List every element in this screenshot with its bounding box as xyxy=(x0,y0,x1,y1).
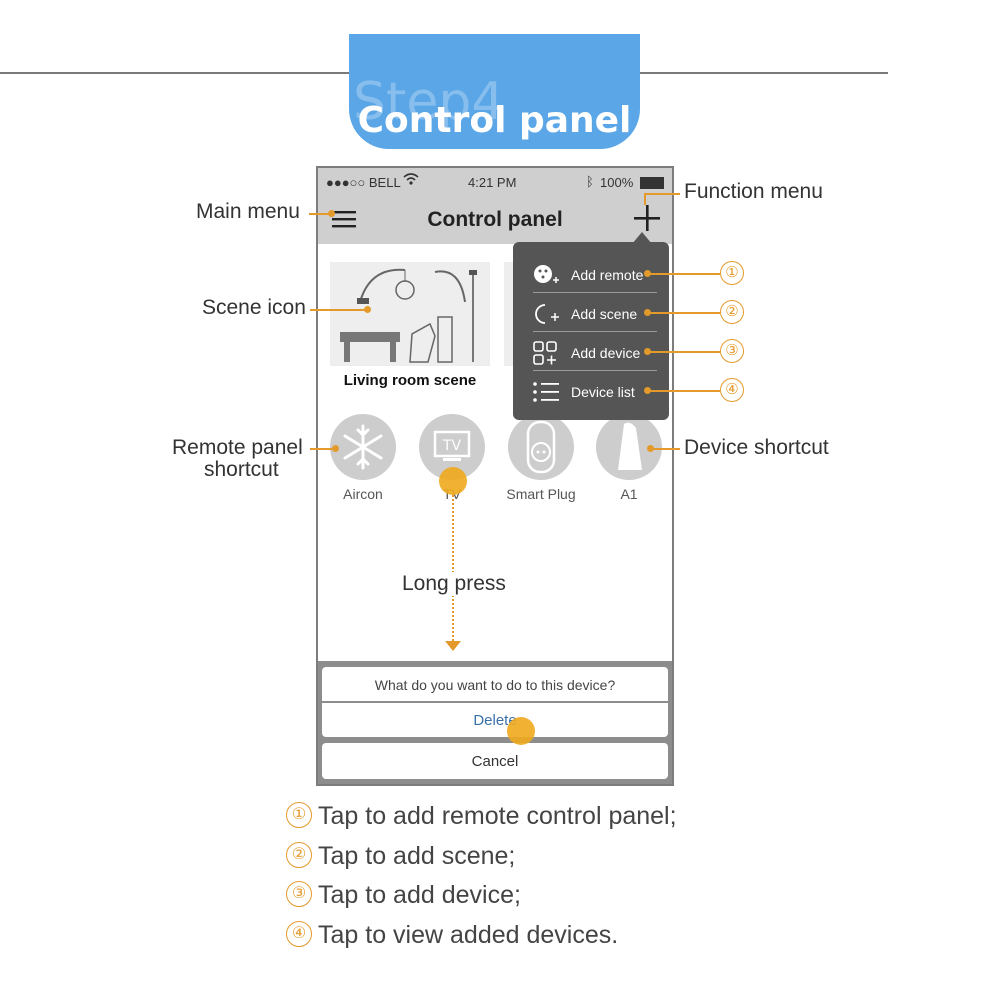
menu-item-add-remote[interactable]: Add remote xyxy=(523,256,663,294)
annotation-line xyxy=(648,390,720,392)
nav-title: Control panel xyxy=(427,208,563,231)
hamburger-icon xyxy=(332,211,356,228)
annotation-device-shortcut: Device shortcut xyxy=(684,436,829,459)
a1-sensor-icon xyxy=(618,422,642,470)
note-number: ④ xyxy=(286,921,312,947)
carrier-label: ●●●○○ BELL xyxy=(326,175,401,190)
note-number: ③ xyxy=(286,881,312,907)
annotation-dot xyxy=(364,306,371,313)
annotation-line xyxy=(310,448,335,450)
delete-label: Delete xyxy=(473,712,517,729)
shortcut-label-smart-plug: Smart Plug xyxy=(506,486,576,502)
wifi-icon xyxy=(403,172,419,189)
annotation-scene-icon: Scene icon xyxy=(202,296,306,319)
shortcut-smart-plug[interactable] xyxy=(508,414,574,480)
menu-label-add-device: Add device xyxy=(571,345,641,361)
battery-icon xyxy=(640,177,664,189)
shortcut-label-aircon: Aircon xyxy=(343,486,383,502)
annotation-line xyxy=(648,312,720,314)
annotation-line xyxy=(309,213,331,215)
main-menu-button[interactable] xyxy=(332,209,356,229)
annotation-dot xyxy=(644,309,651,316)
status-time: 4:21 PM xyxy=(468,175,517,190)
delete-button[interactable]: Delete xyxy=(322,703,668,737)
action-sheet-title: What do you want to do to this device? xyxy=(374,677,616,693)
annotation-line xyxy=(645,193,680,195)
action-sheet: What do you want to do to this device? D… xyxy=(318,661,672,784)
menu-separator xyxy=(533,292,657,293)
annotation-remote-panel-1: Remote panel xyxy=(172,436,303,459)
step-ghost-text: Step4 xyxy=(353,72,505,132)
living-room-scene-icon xyxy=(340,268,477,363)
annotation-function-menu: Function menu xyxy=(684,180,823,203)
plus-icon xyxy=(634,205,660,231)
annotation-dot xyxy=(644,348,651,355)
menu-label-add-scene: Add scene xyxy=(571,306,638,322)
menu-separator xyxy=(533,331,657,332)
scene-label: Living room scene xyxy=(343,372,477,389)
cancel-label: Cancel xyxy=(471,753,519,770)
annotation-dot xyxy=(647,445,654,452)
cancel-button[interactable]: Cancel xyxy=(322,743,668,779)
grid-add-icon xyxy=(533,341,557,365)
annotation-line xyxy=(648,351,720,353)
menu-item-add-scene[interactable]: Add scene xyxy=(523,295,663,333)
touch-indicator-delete xyxy=(507,717,535,745)
add-button[interactable] xyxy=(634,205,660,231)
snowflake-icon xyxy=(343,424,383,470)
status-bar: ●●●○○ BELL 4:21 PM ᛒ 100% xyxy=(318,168,672,196)
touch-indicator-tv xyxy=(439,467,467,495)
callout-number-3: ③ xyxy=(720,339,744,363)
function-menu-caret xyxy=(632,232,652,244)
battery-label: 100% xyxy=(600,175,634,190)
callout-number-1: ① xyxy=(720,261,744,285)
annotation-dot xyxy=(332,445,339,452)
tv-icon: TV xyxy=(433,430,471,461)
bluetooth-icon: ᛒ xyxy=(586,174,594,189)
annotation-main-menu: Main menu xyxy=(196,200,300,223)
menu-item-device-list[interactable]: Device list xyxy=(523,373,663,411)
menu-item-add-device[interactable]: Add device xyxy=(523,334,663,372)
callout-number-4: ④ xyxy=(720,378,744,402)
annotation-remote-panel-2: shortcut xyxy=(204,458,279,481)
shortcut-label-a1: A1 xyxy=(620,486,638,502)
note-number: ① xyxy=(286,802,312,828)
menu-label-device-list: Device list xyxy=(571,384,635,400)
annotation-line xyxy=(310,309,366,311)
step-banner: Step4 Control panel xyxy=(349,34,640,149)
long-press-line xyxy=(452,495,454,645)
nav-bar: Control panel xyxy=(318,196,672,244)
note-number: ② xyxy=(286,842,312,868)
annotation-dot xyxy=(644,387,651,394)
moon-add-icon xyxy=(535,304,559,324)
callout-number-2: ② xyxy=(720,300,744,324)
shortcut-aircon[interactable] xyxy=(330,414,396,480)
remote-add-icon xyxy=(534,265,559,283)
note-text: Tap to view added devices. xyxy=(318,921,619,949)
annotation-dot xyxy=(328,210,335,217)
annotation-line xyxy=(644,193,646,205)
svg-text:TV: TV xyxy=(442,438,462,454)
smart-plug-icon xyxy=(526,420,556,474)
menu-separator xyxy=(533,370,657,371)
menu-label-add-remote: Add remote xyxy=(571,267,644,283)
list-icon xyxy=(533,382,559,402)
annotation-line xyxy=(650,448,680,450)
function-menu: Add remote Add scene Add device Device l… xyxy=(513,242,669,420)
note-text: Tap to add remote control panel; xyxy=(318,802,677,830)
note-text: Tap to add device; xyxy=(318,881,521,909)
annotation-line xyxy=(648,273,720,275)
note-text: Tap to add scene; xyxy=(318,842,516,870)
annotation-dot xyxy=(644,270,651,277)
step-title: Control panel xyxy=(357,100,632,141)
scene-card-living-room[interactable] xyxy=(330,262,490,366)
action-sheet-title-box: What do you want to do to this device? xyxy=(322,667,668,701)
annotation-long-press: Long press xyxy=(402,572,506,596)
arrow-down-icon xyxy=(445,641,461,651)
